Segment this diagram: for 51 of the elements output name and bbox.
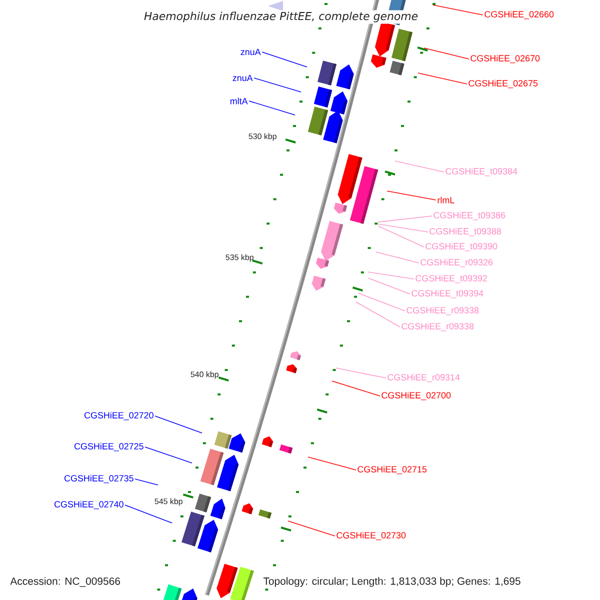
gene-label: CGSHiEE_02735: [64, 474, 134, 484]
leader-line: [308, 456, 356, 470]
leader-line: [432, 4, 484, 16]
leader-line: [378, 226, 424, 248]
leader-line: [376, 252, 420, 264]
gene-label: CGSHiEE_t09388: [430, 228, 502, 236]
leader-line: [368, 278, 410, 294]
gene-label: CGSHiEE_t09392: [416, 274, 488, 284]
leader-line: [418, 72, 468, 84]
leader-line: [424, 48, 470, 60]
info-text: Accession: NC_009566: [10, 577, 120, 587]
leader-line: [254, 78, 302, 92]
leader-line: [262, 52, 308, 68]
gene-label: CGSHiEE_t09390: [426, 242, 498, 252]
gene-label: CGSHiEE_02725: [74, 442, 144, 452]
leader-line: [378, 224, 428, 232]
leader-line: [358, 292, 406, 312]
gene-label: CGSHiEE_r09338: [406, 306, 479, 316]
gene-label: CGSHiEE_02730: [336, 532, 406, 540]
gene-label: rlmL: [438, 196, 454, 204]
gene-label: CGSHiEE_02675: [468, 80, 538, 88]
leader-line: [336, 368, 386, 378]
leader-line: [332, 380, 380, 396]
gene-label: CGSHiEE_02740: [54, 500, 124, 510]
leader-line: [144, 446, 192, 464]
gene-label: mltA: [230, 98, 248, 104]
leader-line: [386, 190, 436, 200]
leader-line: [394, 160, 444, 172]
gene-label: CGSHiEE_r09338: [402, 322, 474, 332]
gene-label: CGSHiEE_t09384: [446, 168, 518, 176]
gene-label: CGSHiEE_02660: [484, 10, 554, 20]
title: Haemophilus influenzae PittEE, complete genome: [142, 10, 420, 24]
leader-line: [134, 478, 158, 486]
gene-label: CGSHiEE_02720: [84, 412, 154, 420]
leader-line: [154, 416, 202, 434]
leader-line: [248, 100, 296, 116]
gene-label: znuA: [240, 48, 261, 56]
leader-line: [288, 520, 336, 536]
gene-label: CGSHiEE_t09394: [412, 290, 484, 298]
info-text: Topology: circular; Length: 1,813,033 bp; Genes: 1,695: [263, 577, 520, 587]
gene-label: CGSHiEE_r09314: [388, 374, 460, 382]
leader-line: [378, 216, 432, 222]
gene-label: CGSHiEE_02700: [382, 392, 451, 400]
leader-line: [356, 302, 400, 328]
leader-line: [124, 504, 172, 524]
gene-label: CGSHiEE_t09386: [434, 212, 506, 220]
leader-line: [368, 272, 414, 280]
gene-label: CGSHiEE_r09326: [420, 258, 493, 268]
gene-label: znuA: [232, 74, 253, 82]
gene-label: CGSHiEE_02670: [470, 54, 540, 64]
gene-label: CGSHiEE_02715: [358, 466, 427, 474]
